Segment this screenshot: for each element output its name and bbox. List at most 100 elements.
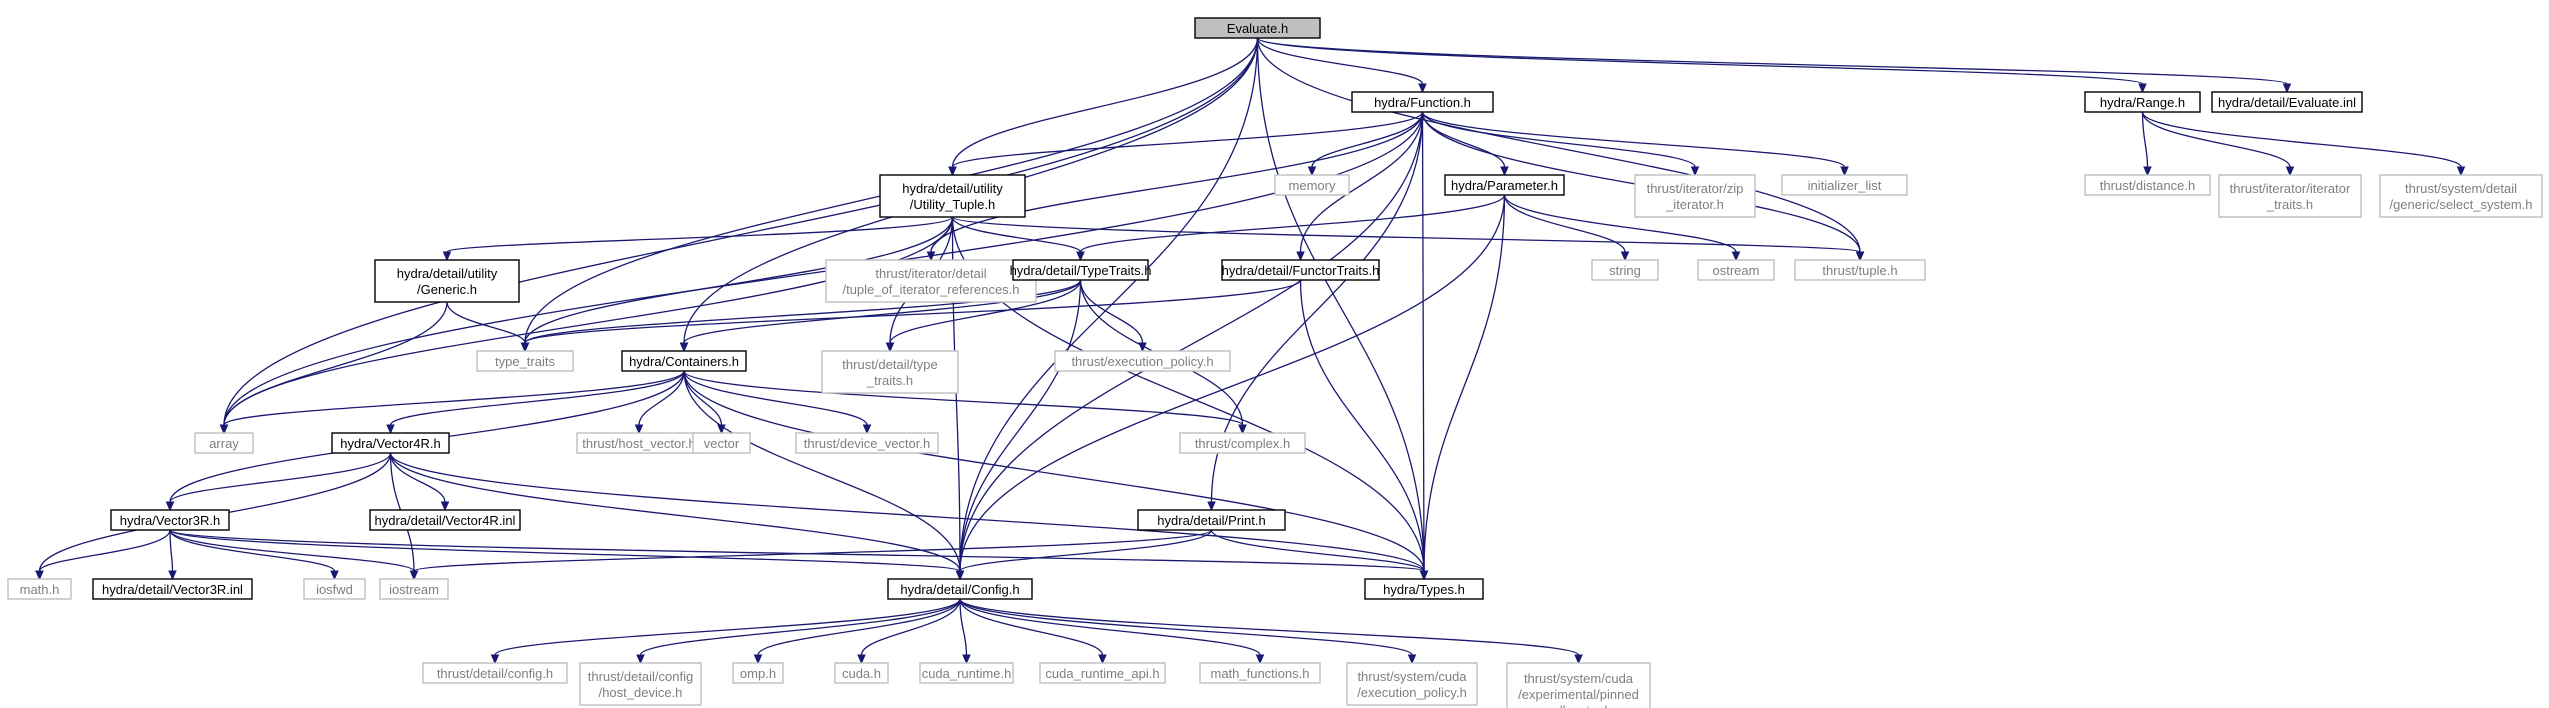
- node-box: [1346, 662, 1478, 706]
- node-box: [2211, 91, 2363, 113]
- node-box: [1039, 662, 1166, 684]
- node-evalinl[interactable]: hydra/detail/Evaluate.inl: [2211, 91, 2363, 113]
- node-functortraits[interactable]: hydra/detail/FunctorTraits.h: [1221, 259, 1380, 281]
- include-edge-generic-to-array: [219, 301, 448, 435]
- node-label: thrust/device_vector.h: [804, 436, 930, 451]
- include-edge-evaluate-to-evalinl: [1256, 37, 2292, 94]
- node-label: /tuple_of_iterator_references.h: [842, 282, 1019, 297]
- node-label: string: [1609, 263, 1641, 278]
- include-edge-utiltuple-to-tuple: [951, 216, 1865, 262]
- node-generic[interactable]: hydra/detail/utility/Generic.h: [374, 259, 520, 303]
- node-cudaruntimeapi: cuda_runtime_api.h: [1039, 662, 1166, 684]
- node-mathfunctions: math_functions.h: [1199, 662, 1321, 684]
- include-edge-config-to-mathfunctions: [959, 598, 1265, 665]
- include-edge-containers-to-array: [219, 370, 685, 435]
- node-box: [1012, 259, 1149, 281]
- node-hostdevice: thrust/detail/config/host_device.h: [579, 662, 702, 706]
- node-label: _iterator.h: [1665, 197, 1724, 212]
- node-print[interactable]: hydra/detail/Print.h: [1137, 509, 1286, 531]
- node-array: array: [194, 432, 254, 454]
- node-label: vector: [704, 436, 740, 451]
- node-box: [825, 259, 1037, 303]
- node-label: hydra/Containers.h: [629, 354, 739, 369]
- include-edge-range-to-distance: [2141, 111, 2152, 177]
- node-label: thrust/detail/config.h: [437, 666, 553, 681]
- node-label: thrust/iterator/zip: [1647, 181, 1744, 196]
- include-edge-config-to-thrustconfig: [490, 598, 961, 665]
- node-label: thrust/detail/config: [588, 669, 694, 684]
- node-box: [1781, 174, 1908, 196]
- include-edge-function-to-utiltuple: [948, 111, 1424, 177]
- node-range[interactable]: hydra/Range.h: [2084, 91, 2201, 113]
- include-edge-typetraits-to-execpolicy: [1079, 279, 1147, 353]
- node-box: [2379, 174, 2543, 218]
- node-vector3r[interactable]: hydra/Vector3R.h: [110, 509, 230, 531]
- node-label: initializer_list: [1808, 178, 1882, 193]
- node-label: math_functions.h: [1210, 666, 1309, 681]
- include-edge-containers-to-complex: [683, 370, 1247, 435]
- node-box: [1364, 578, 1484, 600]
- node-box: [331, 432, 450, 454]
- include-edge-function-to-types: [1419, 111, 1429, 581]
- include-edge-utiltuple-to-typetraits: [951, 216, 1085, 262]
- node-utiltuple[interactable]: hydra/detail/utility/Utility_Tuple.h: [879, 174, 1026, 218]
- node-ostream: ostream: [1697, 259, 1775, 281]
- node-label: /experimental/pinned: [1518, 687, 1639, 702]
- node-box: [476, 350, 574, 372]
- node-omp: omp.h: [732, 662, 784, 684]
- node-box: [579, 662, 702, 706]
- node-memory: memory: [1274, 174, 1350, 196]
- node-label: hydra/detail/Vector3R.inl: [102, 582, 243, 597]
- node-types[interactable]: hydra/Types.h: [1364, 578, 1484, 600]
- include-edge-functortraits-to-type_traits: [520, 279, 1302, 353]
- include-edge-parameter-to-string: [1503, 194, 1630, 262]
- node-box: [422, 662, 568, 684]
- node-vector3rinl[interactable]: hydra/detail/Vector3R.inl: [92, 578, 253, 600]
- node-cudaexecpolicy: thrust/system/cuda/execution_policy.h: [1346, 662, 1478, 706]
- include-edge-vector3r-to-vector3rinl: [168, 529, 177, 581]
- include-edge-function-to-initlist: [1421, 111, 1849, 177]
- node-label: hydra/detail/TypeTraits.h: [1010, 263, 1152, 278]
- node-evaluate[interactable]: Evaluate.h: [1194, 17, 1321, 39]
- include-edge-vector3r-to-math: [35, 529, 171, 581]
- node-label: thrust/tuple.h: [1822, 263, 1897, 278]
- node-box: [1199, 662, 1321, 684]
- node-label: /generic/select_system.h: [2389, 197, 2532, 212]
- node-box: [1444, 174, 1565, 196]
- node-vector4rinl[interactable]: hydra/detail/Vector4R.inl: [369, 509, 521, 531]
- node-execpolicy: thrust/execution_policy.h: [1054, 350, 1231, 372]
- node-zipiter: thrust/iterator/zip_iterator.h: [1634, 174, 1756, 218]
- node-box: [879, 174, 1026, 218]
- node-containers[interactable]: hydra/Containers.h: [621, 350, 747, 372]
- node-box: [1274, 174, 1350, 196]
- node-label: hydra/detail/utility: [902, 181, 1003, 196]
- node-hostvector: thrust/host_vector.h: [576, 432, 702, 454]
- include-edge-utiltuple-to-generic: [442, 216, 954, 262]
- node-label: thrust/host_vector.h: [582, 436, 695, 451]
- edges-layer: [35, 37, 2466, 665]
- include-edge-function-to-config: [955, 111, 1424, 581]
- node-cuda: cuda.h: [834, 662, 889, 684]
- node-label: thrust/iterator/iterator: [2230, 181, 2351, 196]
- node-string: string: [1591, 259, 1659, 281]
- node-label: cuda_runtime.h: [922, 666, 1012, 681]
- node-box: [1137, 509, 1286, 531]
- node-label: thrust/complex.h: [1195, 436, 1290, 451]
- node-parameter[interactable]: hydra/Parameter.h: [1444, 174, 1565, 196]
- include-edge-print-to-iostream: [409, 529, 1213, 581]
- node-typetraits[interactable]: hydra/detail/TypeTraits.h: [1010, 259, 1152, 281]
- include-edge-typetraits-to-config: [955, 279, 1082, 581]
- include-edge-function-to-functortraits: [1296, 111, 1424, 262]
- node-box: [2218, 174, 2362, 218]
- include-edge-containers-to-vector4r: [386, 370, 685, 435]
- include-edge-range-to-itertraits: [2141, 111, 2295, 177]
- node-label: _allocator.h: [1544, 703, 1612, 708]
- node-config[interactable]: hydra/detail/Config.h: [887, 578, 1033, 600]
- node-initlist: initializer_list: [1781, 174, 1908, 196]
- node-function[interactable]: hydra/Function.h: [1351, 91, 1494, 113]
- node-label: /Generic.h: [417, 282, 477, 297]
- node-vector4r[interactable]: hydra/Vector4R.h: [331, 432, 450, 454]
- include-edge-utiltuple-to-array: [219, 216, 954, 435]
- node-label: thrust/iterator/detail: [875, 266, 986, 281]
